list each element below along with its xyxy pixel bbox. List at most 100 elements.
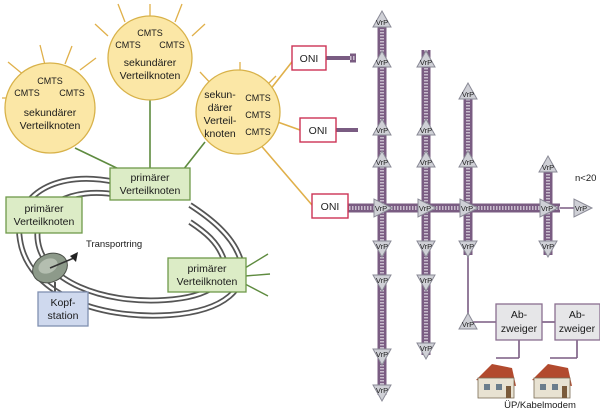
branch-box-2[interactable]: Ab- zweiger <box>554 303 600 341</box>
headend-label: station <box>48 310 79 322</box>
vrp-amplifier[interactable]: VrP <box>372 149 392 168</box>
cmts-label: CMTS <box>159 40 185 50</box>
vrp-label: VrP <box>376 242 388 251</box>
node-label: Verteilknoten <box>177 276 238 288</box>
node-label: Verteilknoten <box>120 70 181 82</box>
vrp-amplifier[interactable]: VrP <box>416 240 436 259</box>
vrp-label: VrP <box>462 320 474 329</box>
headend-label: Kopf- <box>50 297 76 309</box>
vrp-label: VrP <box>461 204 473 213</box>
vrp-label: VrP <box>420 158 432 167</box>
n-limit-label: n<20 <box>575 173 596 184</box>
vrp-amplifier[interactable]: VrP <box>372 49 392 68</box>
oni-label: ONI <box>321 201 340 213</box>
vrp-amplifier[interactable]: VrP <box>417 198 438 218</box>
vrp-amplifier[interactable]: VrP <box>416 274 436 293</box>
branch-label: Ab- <box>569 309 586 321</box>
primary-node-left[interactable]: primärer Verteilknoten <box>5 196 83 234</box>
cmts-label: CMTS <box>245 93 271 103</box>
oni-label: ONI <box>300 53 319 65</box>
vrp-label: VrP <box>462 158 474 167</box>
vrp-label: VrP <box>420 126 432 135</box>
cmts-label: CMTS <box>137 28 163 38</box>
vrp-label: VrP <box>376 350 388 359</box>
vrp-amplifier[interactable]: VrP <box>416 149 436 168</box>
modem-label: ÜP/Kabelmodem <box>504 400 576 410</box>
vrp-label: VrP <box>542 242 554 251</box>
cmts-label: CMTS <box>37 76 63 86</box>
oni-label: ONI <box>309 125 328 137</box>
vrp-label: VrP <box>420 242 432 251</box>
node-label: Verteilknoten <box>20 120 81 132</box>
vrp-label: VrP <box>575 204 587 213</box>
vrp-amplifier[interactable]: VrP <box>416 49 436 68</box>
vrp-amplifier[interactable]: VrP <box>372 240 392 259</box>
vrp-label: VrP <box>542 163 554 172</box>
vrp-amplifier[interactable]: VrP <box>458 81 478 100</box>
vrp-amplifier[interactable]: VrP <box>372 9 392 28</box>
node-label: primärer <box>24 203 64 215</box>
branch-box-1[interactable]: Ab- zweiger <box>495 303 543 341</box>
vrp-amplifier[interactable]: VrP <box>539 198 560 218</box>
cmts-label: CMTS <box>59 88 85 98</box>
vrp-label: VrP <box>376 276 388 285</box>
oni-node-3[interactable]: ONI <box>311 193 349 219</box>
secondary-node-1[interactable]: CMTS CMTS CMTS sekundärer Verteilknoten <box>4 62 96 154</box>
node-label: primärer <box>187 263 227 275</box>
vrp-amplifier[interactable]: VrP <box>459 198 480 218</box>
vrp-label: VrP <box>462 242 474 251</box>
vrp-amplifier[interactable]: VrP <box>416 117 436 136</box>
vrp-amplifier[interactable]: VrP <box>372 274 392 293</box>
vrp-amplifier[interactable]: VrP <box>372 384 392 403</box>
cmts-label: CMTS <box>115 40 141 50</box>
vrp-amplifier[interactable]: VrP <box>573 198 594 218</box>
vrp-amplifier[interactable]: VrP <box>416 342 436 361</box>
node-label: Verteilknoten <box>14 216 75 228</box>
satellite-dish-icon <box>32 252 78 298</box>
branch-label: zweiger <box>501 323 538 335</box>
vrp-label: VrP <box>376 386 388 395</box>
vrp-amplifier[interactable]: VrP <box>538 240 558 259</box>
primary-node-right[interactable]: primärer Verteilknoten <box>167 257 247 293</box>
vrp-amplifier[interactable]: VrP <box>458 240 478 259</box>
oni-node-2[interactable]: ONI <box>299 117 358 143</box>
cmts-label: CMTS <box>245 110 271 120</box>
vrp-label: VrP <box>420 276 432 285</box>
cmts-label: CMTS <box>14 88 40 98</box>
headend-station[interactable]: Kopf- station <box>37 291 89 327</box>
vrp-label: VrP <box>420 344 432 353</box>
vrp-amplifier[interactable]: VrP <box>372 117 392 136</box>
oni-node-1[interactable]: ONI <box>291 45 350 71</box>
vrp-amplifier[interactable]: VrP <box>458 149 478 168</box>
vrp-label: VrP <box>376 158 388 167</box>
vrp-amplifier[interactable]: VrP <box>372 348 392 367</box>
vrp-label: VrP <box>375 204 387 213</box>
primary-node-top[interactable]: primärer Verteilknoten <box>109 167 191 201</box>
vrp-label: VrP <box>541 204 553 213</box>
node-label: knoten <box>204 128 236 140</box>
node-label: sekundärer <box>124 57 177 69</box>
vrp-label: VrP <box>419 204 431 213</box>
distribution-tree: VrP VrP VrP VrP VrP VrP VrP VrP VrP VrP VrP VrP VrP V… <box>346 9 594 403</box>
vrp-amplifier[interactable]: VrP <box>538 154 558 173</box>
node-label: primärer <box>130 172 170 184</box>
node-label: sekundärer <box>24 107 77 119</box>
branch-label: zweiger <box>559 323 596 335</box>
vrp-label: VrP <box>420 58 432 67</box>
node-label: Verteil- <box>204 115 237 127</box>
vrp-label: VrP <box>376 126 388 135</box>
vrp-label: VrP <box>376 58 388 67</box>
house-icon <box>532 364 572 399</box>
cmts-label: CMTS <box>245 127 271 137</box>
transport-ring-label: Transportring <box>86 239 142 250</box>
secondary-node-3[interactable]: sekun- därer Verteil- knoten CMTS CMTS C… <box>195 69 281 155</box>
secondary-node-2[interactable]: CMTS CMTS CMTS sekundärer Verteilknoten <box>107 15 193 101</box>
house-icon <box>476 364 516 399</box>
node-label: därer <box>208 102 233 114</box>
vrp-amplifier[interactable]: VrP <box>373 198 394 218</box>
vrp-label: VrP <box>376 18 388 27</box>
vrp-label: VrP <box>462 90 474 99</box>
branch-label: Ab- <box>511 309 528 321</box>
vrp-amplifier[interactable]: VrP <box>458 311 478 330</box>
